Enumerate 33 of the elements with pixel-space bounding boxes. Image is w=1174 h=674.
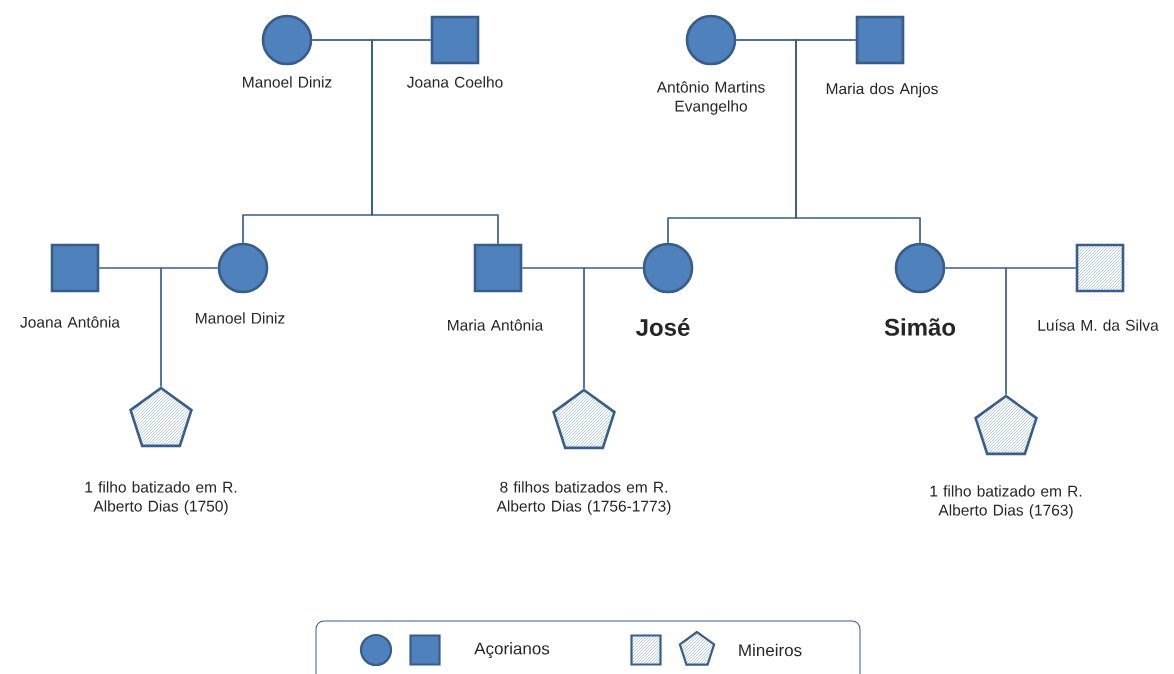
- person-label: Antônio Martins Evangelho: [656, 81, 765, 115]
- circle-symbol: [685, 14, 737, 66]
- pentagon-symbol: [129, 386, 193, 448]
- person-label: José: [636, 318, 690, 336]
- connector-line: [1005, 267, 1077, 395]
- square-symbol: [1075, 243, 1125, 293]
- connector-line: [583, 267, 644, 389]
- person-label: 8 filhos batizados em R. Alberto Dias (1756-1773): [496, 481, 671, 515]
- connector-line: [160, 267, 219, 387]
- person-label: Luísa M. da Silva: [1038, 319, 1159, 331]
- connector-line: [795, 39, 921, 244]
- square-symbol: [50, 243, 100, 293]
- person-label: Manoel Diniz: [196, 312, 285, 324]
- circle-symbol: [642, 242, 694, 294]
- person-label: Simão: [884, 318, 956, 336]
- person-label: Manoel Diniz: [243, 76, 332, 88]
- person-label: 1 filho batizado em R. Alberto Dias (1763): [930, 485, 1082, 519]
- person-label: Maria dos Anjos: [826, 82, 938, 98]
- square-symbol: [855, 15, 905, 65]
- legend-label: Mineiros: [739, 643, 802, 657]
- person-label: Joana Antônia: [20, 316, 120, 328]
- connector-line: [371, 39, 499, 245]
- circle-symbol: [261, 14, 313, 66]
- circle-symbol: [894, 242, 946, 294]
- person-label: 1 filho batizado em R. Alberto Dias (1750): [85, 481, 237, 515]
- circle-symbol: [217, 242, 269, 294]
- pentagon-symbol: [974, 394, 1038, 456]
- person-label: Joana Coelho: [407, 76, 503, 88]
- pentagon-symbol: [552, 388, 616, 450]
- person-label: Maria Antônia: [448, 319, 544, 331]
- square-symbol: [430, 15, 480, 65]
- square-symbol: [473, 243, 523, 293]
- legend-label: Açorianos: [474, 642, 550, 658]
